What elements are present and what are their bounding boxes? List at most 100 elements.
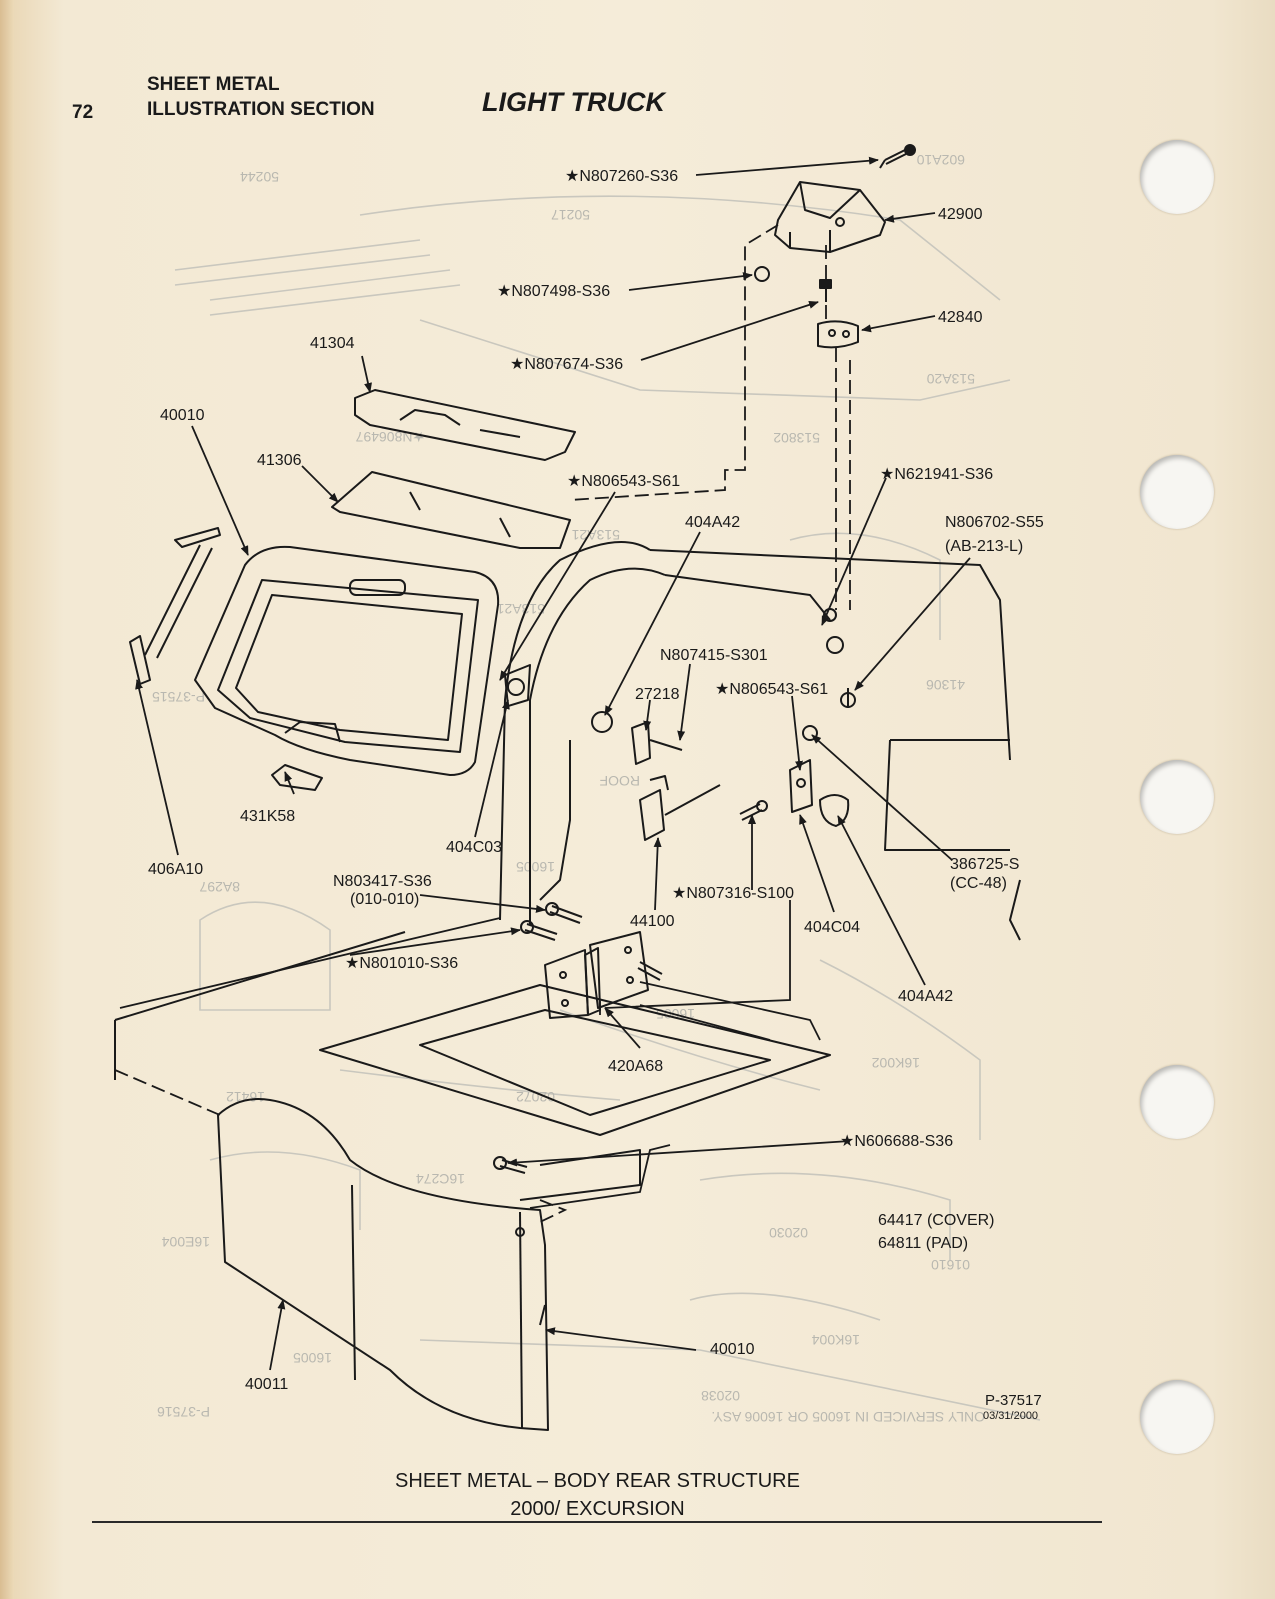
callout-labels: ★N807260-S36 42900 ★N807498-S36 42840 ★N… <box>148 168 1044 1393</box>
bumper-icon <box>591 711 613 733</box>
callout-label: 27218 <box>635 686 680 703</box>
bumper-icon <box>507 678 525 696</box>
trim-panel-40010-40011 <box>217 1098 549 1431</box>
callout-label: ★N621941-S36 <box>880 466 993 483</box>
svg-text:50244: 50244 <box>240 169 279 185</box>
callout-label: (010-010) <box>350 891 419 908</box>
callout-label: ★N807498-S36 <box>497 283 610 300</box>
svg-text:ONLY SERVICED IN 16005 OR 1600: ONLY SERVICED IN 16005 OR 16006 ASY. <box>711 1409 985 1425</box>
liftgate-40010 <box>194 545 500 776</box>
callout-label: 40010 <box>160 407 205 424</box>
bolt-icon <box>637 961 663 981</box>
svg-text:50217: 50217 <box>551 207 590 223</box>
caption-line-2: 2000/ EXCURSION <box>510 1498 685 1520</box>
callout-label: 386725-S <box>950 856 1019 873</box>
callout-label: 40010 <box>710 1341 755 1358</box>
binder-hole <box>1140 140 1214 214</box>
bolt-icon <box>520 920 558 941</box>
callout-label: 404C04 <box>804 919 860 936</box>
leader-frame-lines <box>119 900 821 1209</box>
ghost-background-labels: 50244 50217 602A10 513A20 513802 ★N80649… <box>152 152 985 1425</box>
svg-text:★N806497: ★N806497 <box>355 429 425 445</box>
page-title: LIGHT TRUCK <box>482 87 665 117</box>
svg-text:16K002: 16K002 <box>872 1055 920 1071</box>
callout-label: ★N806543-S61 <box>567 473 680 490</box>
binder-hole <box>1140 455 1214 529</box>
svg-text:513A20: 513A20 <box>927 371 975 387</box>
svg-text:02030: 02030 <box>769 1225 808 1241</box>
striker-27218 <box>631 721 683 765</box>
callout-label: N803417-S36 <box>333 873 432 890</box>
nut-icon <box>802 725 818 741</box>
binder-hole <box>1140 1065 1214 1139</box>
footer-rule <box>92 1521 1102 1523</box>
callout-label: ★N606688-S36 <box>840 1133 953 1150</box>
svg-text:P-37516: P-37516 <box>157 1404 210 1420</box>
callout-label: (AB-213-L) <box>945 538 1023 555</box>
bolt-icon <box>545 902 583 924</box>
figure-number: P-37517 <box>985 1392 1042 1409</box>
svg-text:41306: 41306 <box>926 677 965 693</box>
callout-label: N806702-S55 <box>945 514 1044 531</box>
svg-text:02038: 02038 <box>701 1388 740 1404</box>
section-line-1: SHEET METAL <box>147 74 280 95</box>
svg-text:16C274: 16C274 <box>416 1171 465 1187</box>
gas-strut-406A10 <box>129 527 221 685</box>
callout-label: 64811 (PAD) <box>878 1235 968 1252</box>
callout-label: ★N807316-S100 <box>672 885 794 902</box>
nut-icon <box>754 266 770 282</box>
svg-text:513A21: 513A21 <box>572 527 620 543</box>
svg-text:16005: 16005 <box>293 1350 332 1366</box>
page-edge <box>0 0 14 1599</box>
svg-text:513802: 513802 <box>773 430 820 446</box>
latch-bracket-42900 <box>774 181 886 253</box>
hinge-420A68 <box>544 931 649 1019</box>
striker-plate-42840 <box>817 320 859 349</box>
bolt-icon <box>493 1156 528 1174</box>
callout-label: (CC-48) <box>950 875 1007 892</box>
alignment-lines <box>114 224 851 1223</box>
callout-label: 431K58 <box>240 808 295 825</box>
callout-label: 42900 <box>938 206 983 223</box>
leader-lines <box>135 156 971 1371</box>
bumper-404A42 <box>819 794 850 827</box>
svg-text:ROOF: ROOF <box>600 773 640 789</box>
svg-text:16412: 16412 <box>226 1089 265 1105</box>
latch-44100 <box>639 775 721 841</box>
bracket-404C04 <box>789 759 813 813</box>
bolt-icon <box>879 144 916 169</box>
caption-line-1: SHEET METAL – BODY REAR STRUCTURE <box>395 1470 800 1492</box>
callout-label: 420A68 <box>608 1058 663 1075</box>
svg-text:P-37515: P-37515 <box>152 689 205 705</box>
svg-text:16E004: 16E004 <box>162 1234 210 1250</box>
svg-text:8A297: 8A297 <box>199 879 240 895</box>
part-illustrations <box>114 144 1021 1431</box>
bracket-431K58 <box>271 764 323 791</box>
section-line-2: ILLUSTRATION SECTION <box>147 99 375 120</box>
callout-label: 64417 (COVER) <box>878 1212 995 1229</box>
svg-text:02072: 02072 <box>516 1089 555 1105</box>
callout-label: ★N806543-S61 <box>715 681 828 698</box>
callout-label: 40011 <box>245 1376 288 1393</box>
svg-text:16K004: 16K004 <box>812 1332 860 1348</box>
callout-label: 404A42 <box>898 988 953 1005</box>
callout-label: ★N801010-S36 <box>345 955 458 972</box>
figure-date: 03/31/2000 <box>983 1410 1038 1422</box>
callout-label: N807415-S301 <box>660 647 768 664</box>
header-panel-41304 <box>354 389 576 461</box>
callout-label: ★N807260-S36 <box>565 168 678 185</box>
bolt-icon <box>739 800 768 821</box>
svg-text:16005: 16005 <box>516 859 555 875</box>
binder-hole <box>1140 1380 1214 1454</box>
callout-label: 41304 <box>310 335 355 352</box>
ghost-background-drawing <box>174 195 1041 1421</box>
panel-41306 <box>331 471 571 549</box>
callout-label: 404A42 <box>685 514 740 531</box>
svg-text:602A10: 602A10 <box>917 152 965 168</box>
callout-label: 404C03 <box>446 839 502 856</box>
svg-text:01610: 01610 <box>931 1257 970 1273</box>
callout-label: 42840 <box>938 309 983 326</box>
bracket-404C03 <box>504 664 531 707</box>
